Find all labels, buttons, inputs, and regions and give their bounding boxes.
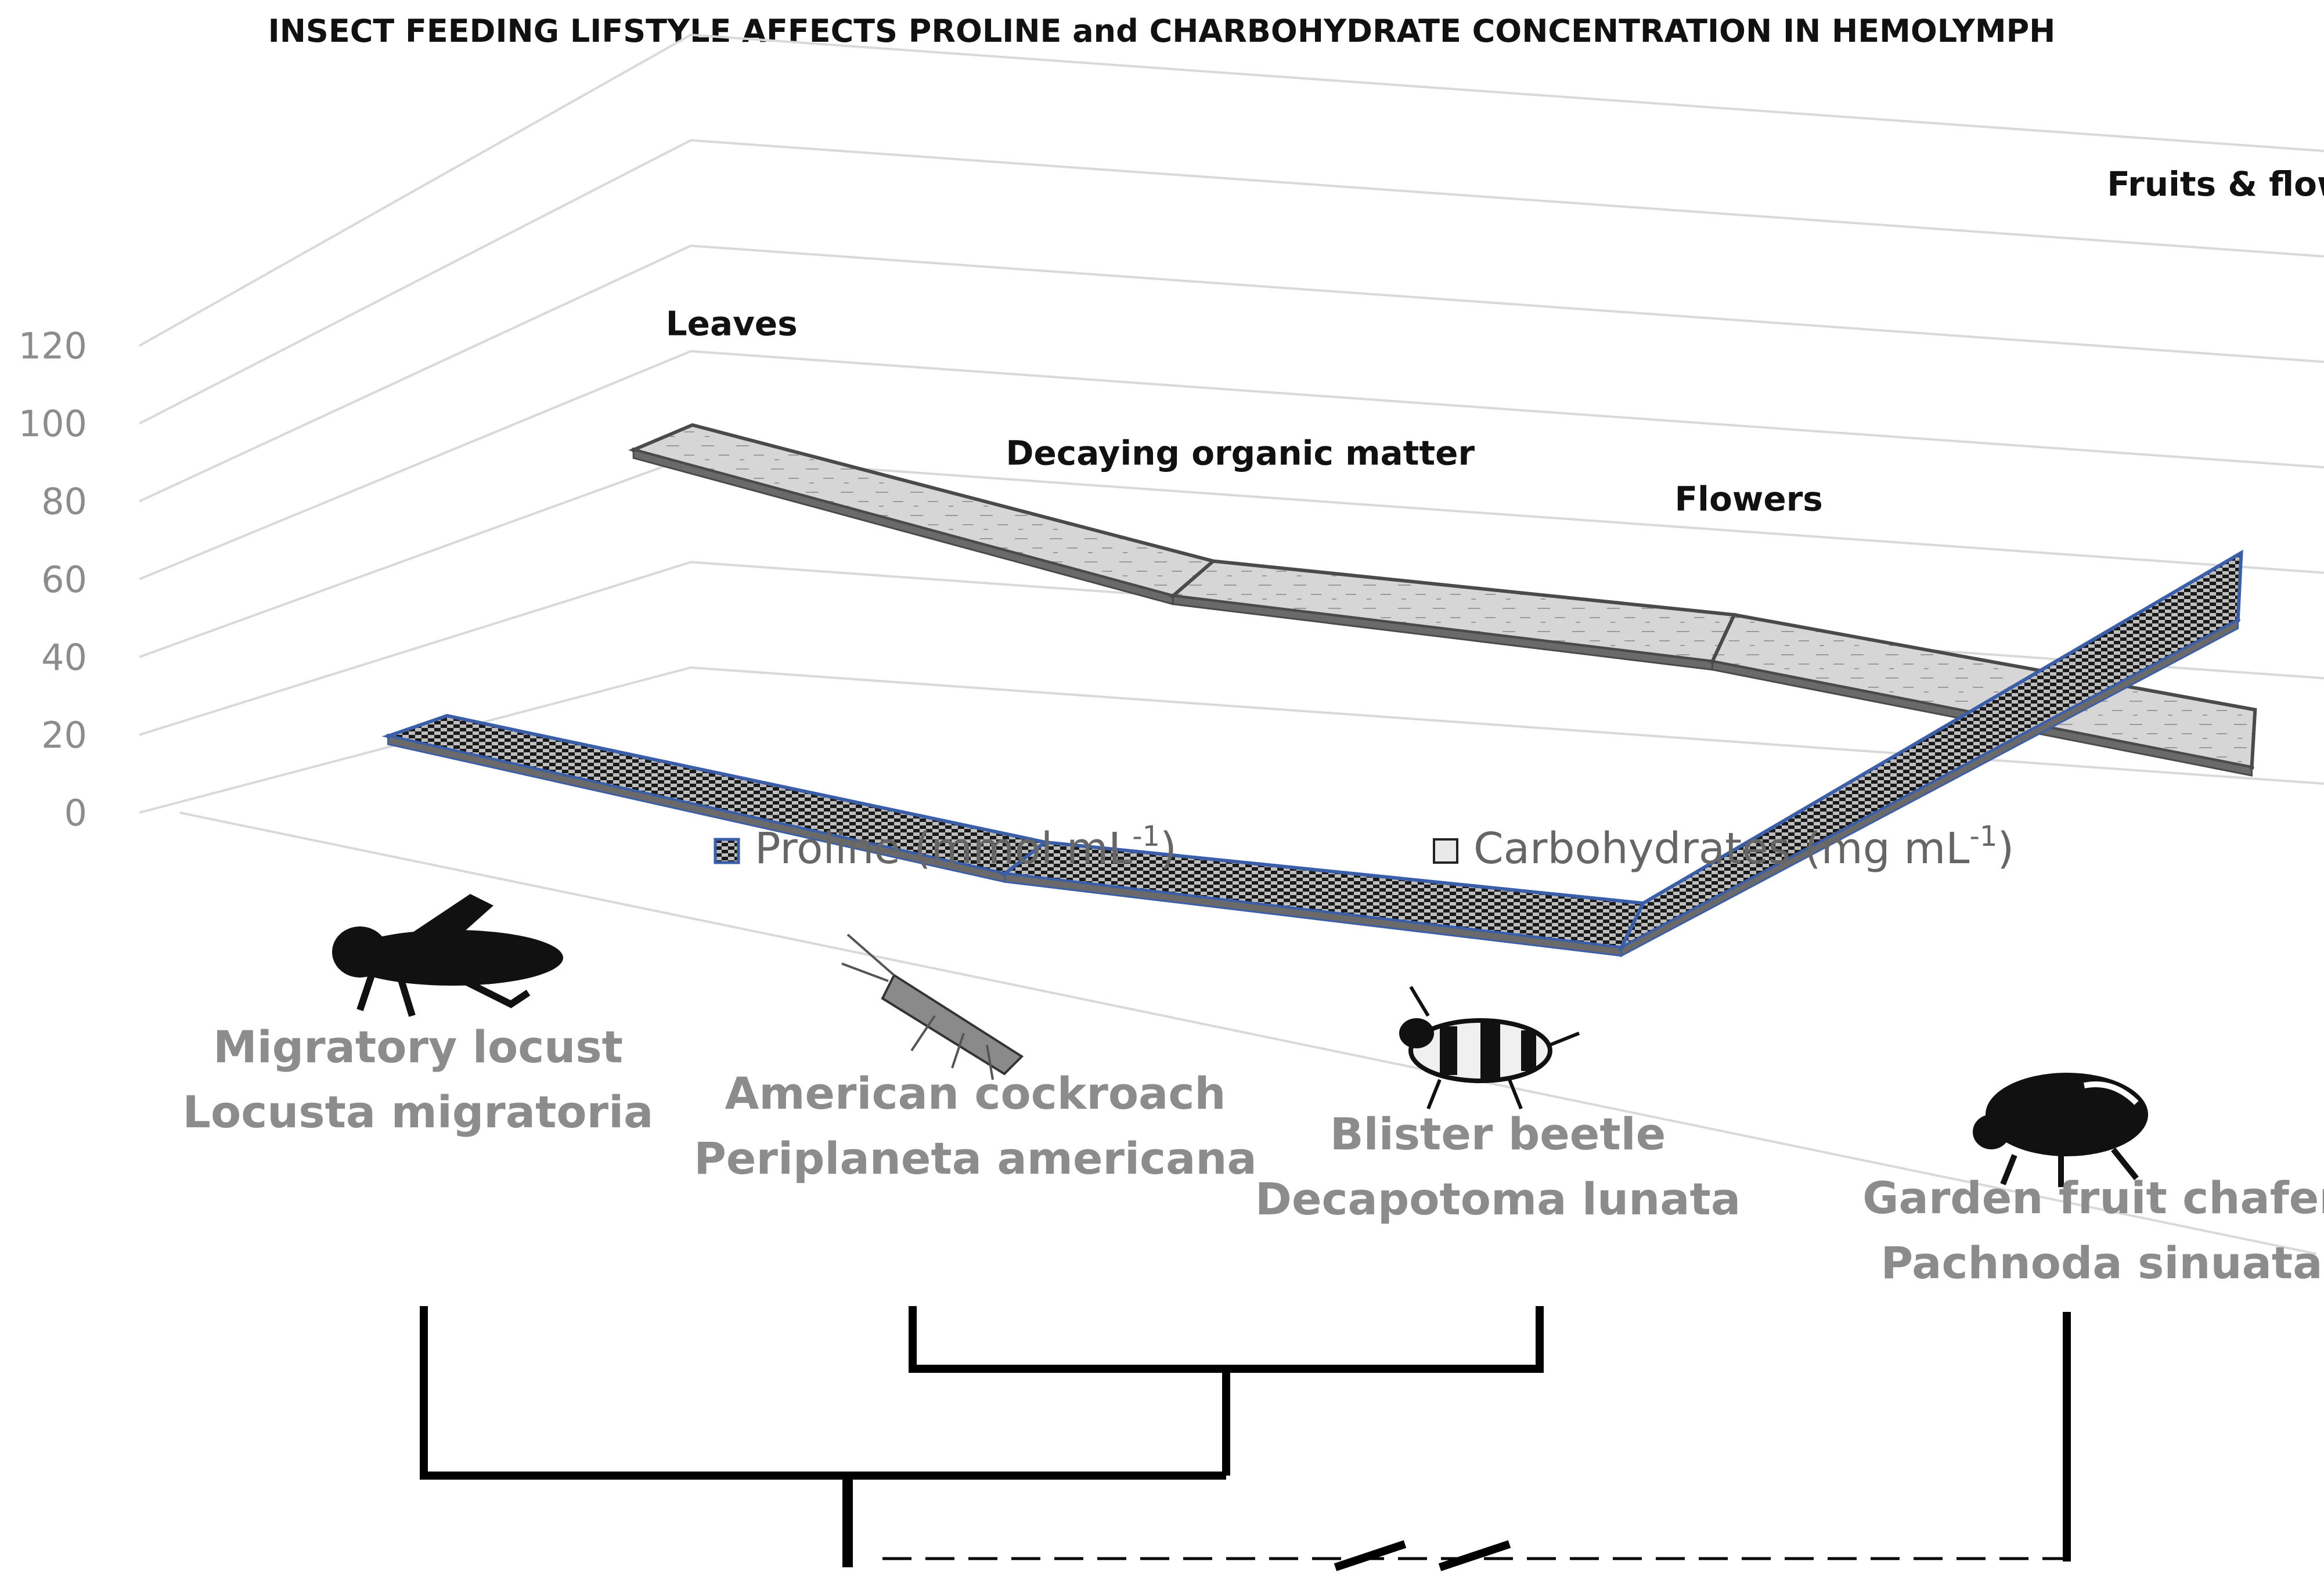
blister-beetle-icon [1399,986,1580,1110]
proline-point [1002,871,1007,877]
gridline [139,139,2324,425]
species-common-name: Migratory locust [213,1021,623,1073]
legend: Proline (mmol mL-1) Carbohydrates (mg mL… [714,820,2014,874]
species-scientific-name: Periplaneta americana [694,1133,1257,1184]
carbohydrates-point [2249,765,2254,770]
gridline [139,666,2324,814]
species-common-name: Garden fruit chafer [1862,1172,2324,1224]
y-tick-label: 40 [41,636,87,679]
food-annotation: Leaves [666,304,798,344]
legend-label-carbohydrates-close: ) [1997,824,2014,874]
chart-title: INSECT FEEDING LIFSTYLE AFFECTS PROLINE … [268,13,2056,49]
species-scientific-name: Pachnoda sinuata [1881,1237,2323,1289]
legend-label-carbohydrates: Carbohydrates (mg mL [1473,824,1970,874]
y-tick-label: 0 [64,792,87,834]
svg-text:Carbohydrates (mg mL-1): Carbohydrates (mg mL-1) [1473,820,2014,874]
proline-series [381,549,2243,958]
legend-label-proline: Proline (mmol mL [755,824,1132,874]
floor-front-edge [179,812,2317,1255]
tree-break-mark [1334,1540,1511,1571]
gridline [139,349,2324,580]
carbohydrates-point [1170,593,1176,598]
insect-icons [332,894,2148,1187]
y-axis-tick-labels: 0 20 40 60 80 100 120 [19,325,87,834]
species-scientific-name: Decapotoma lunata [1255,1173,1741,1225]
species-scientific-name: Locusta migratoria [183,1086,654,1138]
food-annotation: Flowers [1674,479,1822,518]
legend-item-proline: Proline (mmol mL-1) [714,820,1177,874]
legend-item-carbohydrates: Carbohydrates (mg mL-1) [1433,820,2014,874]
y-tick-label: 20 [41,714,87,756]
food-annotation: Fruits & flowers [2107,164,2324,204]
fruit-chafer-icon [1973,1073,2148,1187]
proline-point [1619,945,1624,950]
svg-text:Proline (mmol mL-1): Proline (mmol mL-1) [755,820,1177,874]
legend-swatch-carbohydrates [1433,838,1458,864]
gridline [139,244,2324,503]
legend-swatch-proline [714,838,740,864]
y-tick-label: 60 [41,558,87,601]
tree-branch-beetles [909,1306,1544,1373]
species-common-name: American cockroach [725,1068,1226,1119]
y-tick-label: 120 [19,325,87,367]
carbohydrates-segment-edge [632,449,1174,605]
food-annotation: Decaying organic matter [1006,433,1475,473]
phylogenetic-tree [420,1306,2071,1571]
species-common-name: Blister beetle [1330,1108,1666,1160]
proline-point [385,734,391,739]
gridline [139,33,2324,347]
carbohydrates-point [1710,659,1715,664]
legend-label-carbohydrates-sup: -1 [1970,820,1998,853]
y-tick-label: 100 [19,403,87,445]
legend-label-proline-close: ) [1160,824,1177,874]
locust-icon [332,894,563,1017]
carbohydrates-point [631,448,636,453]
legend-label-proline-sup: -1 [1132,820,1160,853]
proline-segment-edge [1620,618,2239,958]
tree-branch-main [420,1306,1226,1480]
proline-point [2235,618,2240,623]
cockroach-icon [841,933,1024,1080]
gridline [139,455,2324,658]
y-tick-label: 80 [41,481,87,523]
